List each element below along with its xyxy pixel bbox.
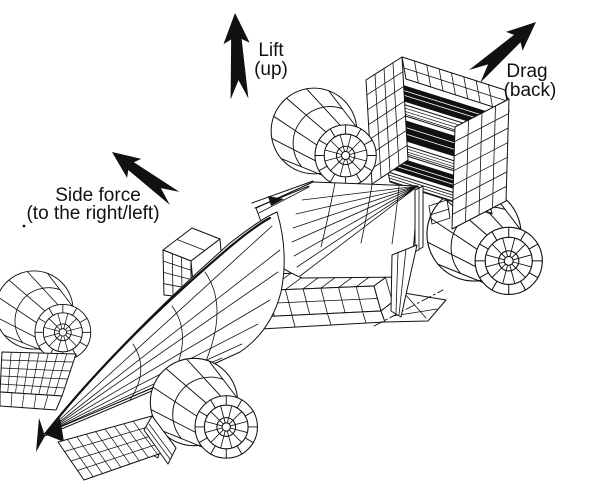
drag-label-line2: (back) (504, 80, 557, 101)
cockpit-windscreen (251, 180, 314, 209)
rear-suspension (428, 199, 451, 225)
side-force-label-line1: Side force (55, 185, 141, 206)
car-wireframe (0, 56, 543, 481)
front-wing (0, 351, 177, 481)
left-front-wheel (0, 270, 92, 361)
drag-label-line1: Drag (506, 61, 547, 82)
lift-label-line2: (up) (254, 59, 288, 80)
lift-label-line1: Lift (258, 40, 284, 61)
rear-wing-support (390, 185, 424, 318)
labels: Lift (up) Drag (back) Side force (to the… (26, 40, 556, 224)
side-force-arrow (112, 152, 180, 205)
side-force-label-line2: (to the right/left) (26, 203, 159, 224)
left-rear-wheel (270, 87, 377, 187)
lift-arrow (223, 13, 250, 100)
force-arrows (112, 13, 536, 205)
stray-dot (22, 224, 26, 228)
left-sidepod-box (162, 227, 223, 299)
drag-arrow (468, 22, 536, 83)
mirror (268, 196, 284, 206)
